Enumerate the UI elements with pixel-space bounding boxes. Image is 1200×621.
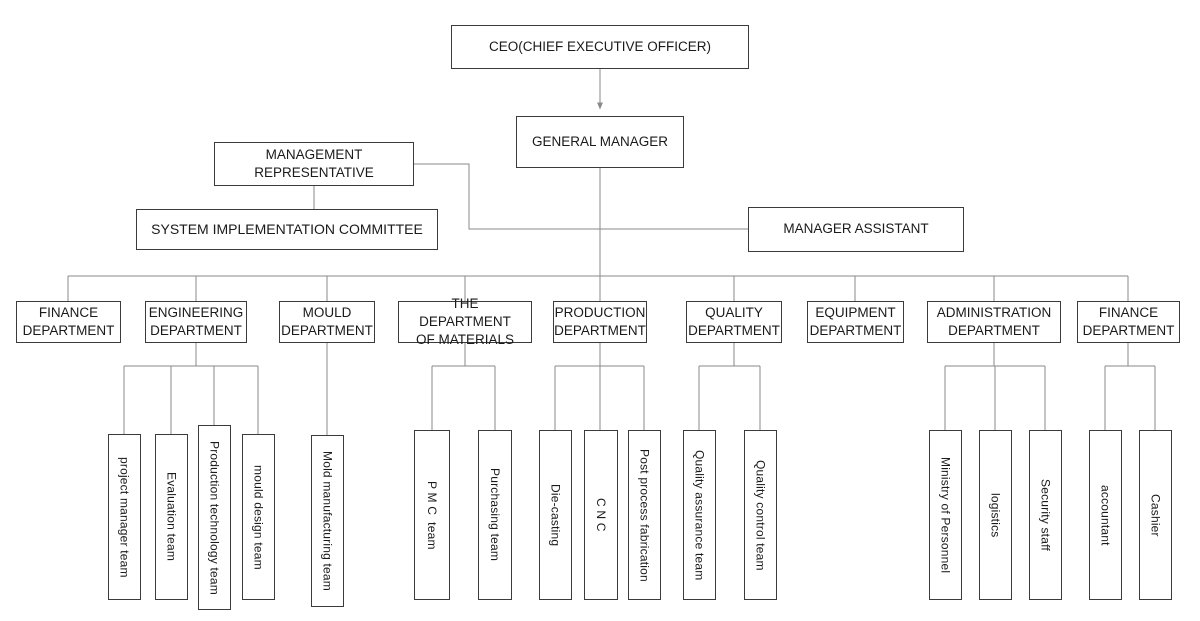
team-accountant[interactable]: accountant (1089, 430, 1122, 600)
team-label: C N C (594, 498, 608, 532)
team-label: Die-casting (548, 483, 563, 547)
department-equipment[interactable]: EQUIPMENT DEPARTMENT (807, 301, 904, 343)
department-materials[interactable]: THE DEPARTMENT OF MATERIALS (398, 296, 532, 347)
department-production[interactable]: PRODUCTION DEPARTMENT (553, 301, 647, 343)
team-logistics[interactable]: logistics (979, 430, 1012, 600)
team-label: Production technology team (207, 440, 222, 595)
team-label: Quality assurance team (692, 449, 707, 581)
team-label: logistics (988, 492, 1003, 538)
team-post-process-fabrication[interactable]: Post process fabrication (628, 430, 661, 600)
team-label: mould design team (251, 464, 266, 570)
team-quality-assurance-team[interactable]: Quality assurance team (683, 430, 716, 600)
department-quality[interactable]: QUALITY DEPARTMENT (686, 301, 782, 343)
node-system-implementation-committee[interactable]: SYSTEM IMPLEMENTATION COMMITTEE (136, 209, 438, 250)
team-die-casting[interactable]: Die-casting (539, 430, 572, 600)
team-label: Post process fabrication (637, 448, 652, 582)
team-evaluation-team[interactable]: Evaluation team (155, 434, 188, 600)
department-engineering[interactable]: ENGINEERING DEPARTMENT (145, 301, 247, 343)
team-mold-manufacturing-team[interactable]: Mold manufacturing team (311, 435, 344, 607)
team-security-staff[interactable]: Security staff (1029, 430, 1062, 600)
team-label: Quality control team (753, 459, 768, 571)
team-label: Security staff (1038, 479, 1053, 551)
department-finance-right[interactable]: FINANCE DEPARTMENT (1077, 301, 1180, 343)
team-label: P M C team (425, 480, 439, 550)
team-label: Mold manufacturing team (320, 451, 335, 591)
team-ministry-of-personnel[interactable]: Ministry of Personnel (929, 430, 962, 600)
team-mould-design-team[interactable]: mould design team (242, 434, 275, 600)
node-manager-assistant[interactable]: MANAGER ASSISTANT (748, 207, 964, 252)
node-general-manager[interactable]: GENERAL MANAGER (516, 116, 684, 168)
node-management-representative[interactable]: MANAGEMENT REPRESENTATIVE (214, 142, 414, 186)
department-mould[interactable]: MOULD DEPARTMENT (279, 301, 375, 343)
team-label: Cashier (1148, 493, 1163, 537)
team-quality-control-team[interactable]: Quality control team (744, 430, 777, 600)
department-finance-left[interactable]: FINANCE DEPARTMENT (16, 301, 121, 343)
team-cashier[interactable]: Cashier (1139, 430, 1172, 600)
node-ceo[interactable]: CEO(CHIEF EXECUTIVE OFFICER) (451, 25, 749, 69)
team-label: accountant (1098, 484, 1113, 546)
team-pmc-team[interactable]: P M C team (414, 430, 450, 600)
team-label: Evaluation team (164, 472, 179, 562)
team-purchasing-team[interactable]: Purchasing team (478, 430, 512, 600)
team-label: Purchasing team (488, 468, 502, 562)
department-administration[interactable]: ADMINISTRATION DEPARTMENT (927, 301, 1061, 343)
team-cnc[interactable]: C N C (584, 430, 618, 600)
team-production-technology-team[interactable]: Production technology team (198, 425, 231, 610)
team-project-manager-team[interactable]: project manager team (108, 434, 141, 600)
team-label: Ministry of Personnel (938, 456, 953, 574)
team-label: project manager team (117, 456, 132, 578)
